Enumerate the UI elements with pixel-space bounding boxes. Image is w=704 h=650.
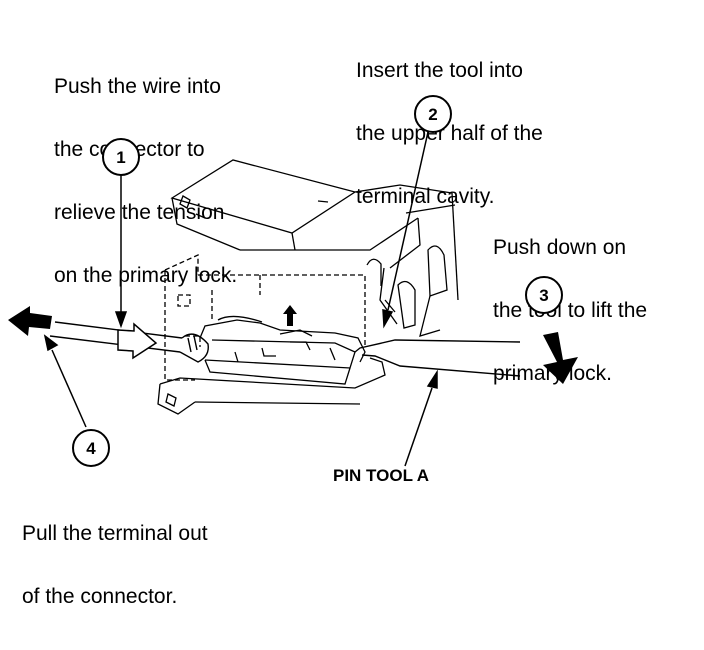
leader-lines: [43, 131, 438, 467]
callout-2: 2: [414, 95, 452, 133]
connector-illustration: 1 2 3 4: [8, 95, 578, 467]
callout-2-number: 2: [428, 105, 437, 124]
step3-instruction: Push down on the tool to lift the primar…: [493, 195, 647, 426]
pull-arrow: [8, 306, 52, 336]
push-down-arrow: [543, 332, 578, 384]
pin-tool-label: PIN TOOL A: [333, 466, 430, 485]
connector-housing: [157, 159, 459, 415]
pin-tool: [354, 339, 521, 377]
step3-line: Push down on: [493, 236, 627, 259]
callout-1: 1: [102, 138, 140, 176]
step4-line: of the connector.: [22, 585, 178, 608]
step4-line: Pull the terminal out: [22, 522, 208, 545]
callout-1-number: 1: [116, 148, 125, 167]
diagram-canvas: Push the wire into the connector to reli…: [8, 18, 647, 607]
push-arrow: [117, 322, 158, 360]
callout-4-number: 4: [86, 439, 96, 458]
step2-instruction: Insert the tool into the upper half of t…: [356, 18, 543, 249]
step1-line: Push the wire into: [54, 75, 221, 98]
step2-line: Insert the tool into: [356, 59, 523, 82]
step3-line: primary lock.: [493, 362, 613, 385]
callout-3: 3: [525, 276, 563, 314]
lift-arrow: [283, 305, 297, 326]
callout-4: 4: [72, 429, 110, 467]
callout-3-number: 3: [539, 286, 548, 305]
